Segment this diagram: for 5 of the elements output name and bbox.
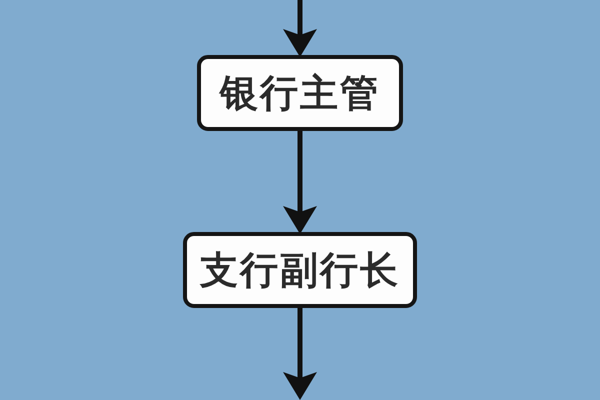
arrow	[283, 131, 317, 234]
position-box: 支行副行长	[183, 232, 417, 308]
arrow	[283, 308, 317, 400]
position-box: 银行主管	[197, 55, 403, 131]
arrow	[283, 0, 317, 57]
